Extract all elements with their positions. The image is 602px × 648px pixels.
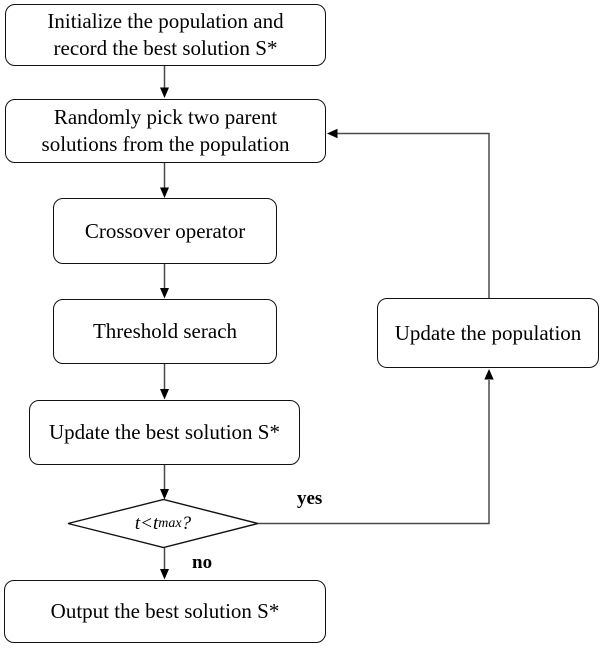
node-text-line: Threshold serach [92, 319, 238, 343]
node-initialize-population: Initialize the population and record the… [5, 4, 326, 66]
node-text-line: Update the best solution S* [49, 420, 280, 444]
arrowhead-up-icon [484, 369, 494, 380]
node-text-line: record the best solution S* [53, 36, 278, 60]
branch-label-yes: yes [297, 488, 323, 509]
edge-updatepop-to-pick [337, 132, 490, 298]
node-pick-parents: Randomly pick two parent solutions from … [5, 99, 326, 163]
arrowhead-down-icon [160, 187, 169, 198]
node-text-line: Randomly pick two parent [53, 105, 278, 129]
decision-var-t: t [153, 513, 159, 534]
node-text-line: Crossover operator [84, 218, 246, 243]
node-text-line: Output the best solution S* [50, 599, 280, 623]
arrowhead-down-icon [160, 569, 169, 580]
arrowhead-left-icon [327, 128, 338, 139]
arrowheads [160, 87, 494, 580]
node-text-line: Initialize the population and [47, 9, 284, 33]
decision-operator: < [140, 513, 153, 534]
node-threshold-search: Threshold serach [53, 299, 277, 364]
decision-var-t: t [134, 513, 141, 534]
node-update-population: Update the population [377, 298, 599, 368]
node-text-line: Update the population [394, 320, 582, 345]
arrowhead-down-icon [160, 87, 169, 98]
connector-lines [163, 66, 490, 570]
arrowhead-down-icon [160, 288, 169, 299]
node-text-line: solutions from the population [41, 132, 290, 156]
arrowhead-down-icon [160, 389, 169, 400]
node-crossover-operator: Crossover operator [53, 198, 277, 264]
decision-diamond-shape [67, 498, 259, 549]
node-update-best-solution: Update the best solution S* [29, 400, 300, 465]
arrowhead-down-icon [160, 489, 169, 500]
branch-label-no: no [192, 552, 213, 573]
node-output-best-solution: Output the best solution S* [4, 580, 326, 643]
decision-question-mark: ? [181, 513, 192, 534]
edge-decision-yes-to-updatepop [258, 380, 490, 525]
